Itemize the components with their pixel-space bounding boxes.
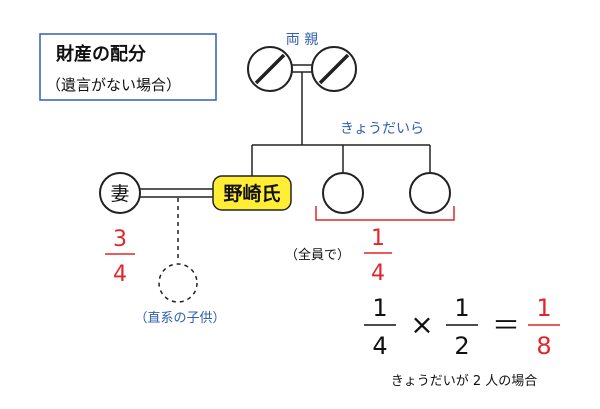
formula-result-denominator: 8 [536, 332, 551, 360]
nozaki-label: 野崎氏 [223, 182, 280, 205]
subtitle-text: （遺言がない場合） [46, 76, 181, 94]
siblings-share-fraction: 1 4 [364, 226, 392, 286]
formula-times: × [410, 308, 433, 341]
parent-left [247, 46, 293, 92]
wife-share-fraction: 3 4 [105, 227, 135, 287]
siblings-label: きょうだいら [340, 121, 424, 137]
formula-b-denominator: 2 [454, 332, 469, 360]
title-text: 財産の配分 [56, 43, 146, 65]
siblings-share-prefix: （全員で） [285, 247, 350, 263]
siblings-bracket [315, 206, 455, 221]
family-tree-lines [251, 72, 431, 177]
formula-a-numerator: 1 [372, 294, 387, 322]
formula-result-numerator: 1 [536, 294, 551, 322]
formula: 1 4 × 1 2 ＝ 1 8 [364, 294, 560, 360]
siblings-share-numerator: 1 [371, 226, 385, 251]
wife-node: 妻 [99, 172, 141, 214]
child-label: （直系の子供） [134, 311, 225, 326]
sibling-1 [322, 172, 364, 214]
nozaki-node: 野崎氏 [212, 175, 292, 211]
wife-label: 妻 [110, 183, 129, 205]
formula-caption: きょうだいが 2 人の場合 [391, 374, 538, 389]
title-box: 財産の配分 （遺言がない場合） [39, 33, 217, 101]
siblings-share-denominator: 4 [371, 261, 385, 286]
formula-equals: ＝ [492, 309, 520, 342]
sibling-2 [409, 172, 451, 214]
formula-a-denominator: 4 [372, 332, 387, 360]
formula-b-numerator: 1 [454, 294, 469, 322]
child-node [158, 263, 198, 303]
parents-label: 両 親 [286, 32, 318, 48]
wife-share-denominator: 4 [113, 262, 127, 287]
parent-right [311, 46, 357, 92]
wife-share-numerator: 3 [113, 227, 127, 252]
